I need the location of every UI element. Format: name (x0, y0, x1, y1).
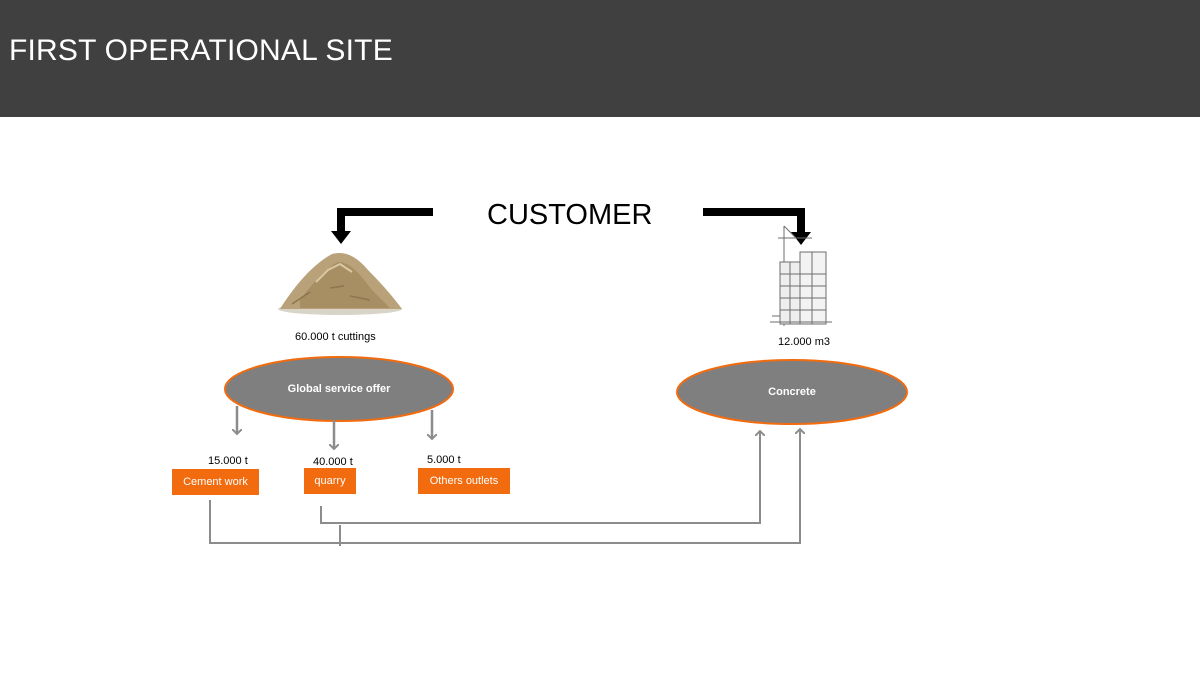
page-title: FIRST OPERATIONAL SITE (9, 34, 393, 67)
customer-to-cuttings-arrow (331, 208, 433, 244)
cement-work-to-concrete-connector (209, 429, 800, 544)
concrete-oval (676, 359, 908, 425)
cement-work-box: Cement work (172, 469, 259, 495)
others-outlets-box: Others outlets (418, 468, 510, 494)
building-construction-icon (770, 225, 832, 326)
cement-work-quantity: 15.000 t (208, 455, 248, 467)
header-bar: FIRST OPERATIONAL SITE (0, 0, 1200, 117)
concrete-label: Concrete (768, 386, 816, 398)
building-quantity: 12.000 m3 (778, 336, 830, 348)
sand-pile-icon (278, 252, 402, 315)
customer-to-building-arrow (703, 208, 811, 245)
others-outlets-quantity: 5.000 t (427, 454, 461, 466)
customer-label: CUSTOMER (487, 199, 653, 231)
quarry-quantity: 40.000 t (313, 456, 353, 468)
quarry-to-concrete-connector (320, 431, 760, 524)
global-service-offer-oval (224, 356, 454, 422)
cuttings-quantity: 60.000 t cuttings (295, 331, 376, 343)
global-service-offer-label: Global service offer (287, 383, 391, 395)
quarry-box: quarry (304, 468, 356, 494)
